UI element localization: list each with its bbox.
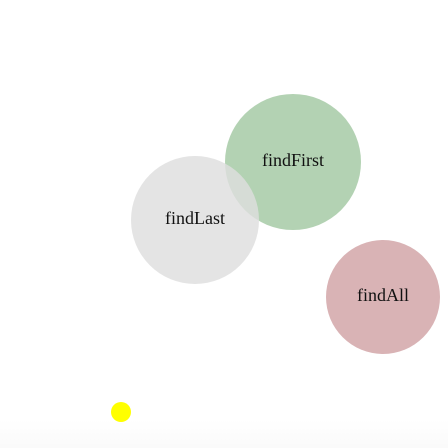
- bubble-findfirst[interactable]: findFirst: [225, 94, 361, 230]
- bubble-findlast-circle: [131, 156, 259, 284]
- yellow-marker-dot: [111, 402, 131, 422]
- bubble-findall-circle: [326, 240, 440, 354]
- bubble-findlast-label: findLast: [165, 208, 225, 228]
- bubble-findlast[interactable]: findLast: [131, 156, 259, 284]
- bubble-findfirst-label: findFirst: [262, 150, 324, 170]
- bubble-findall-label: findAll: [357, 285, 409, 305]
- bubble-findall[interactable]: findAll: [326, 240, 440, 354]
- bubble-findfirst-circle: [225, 94, 361, 230]
